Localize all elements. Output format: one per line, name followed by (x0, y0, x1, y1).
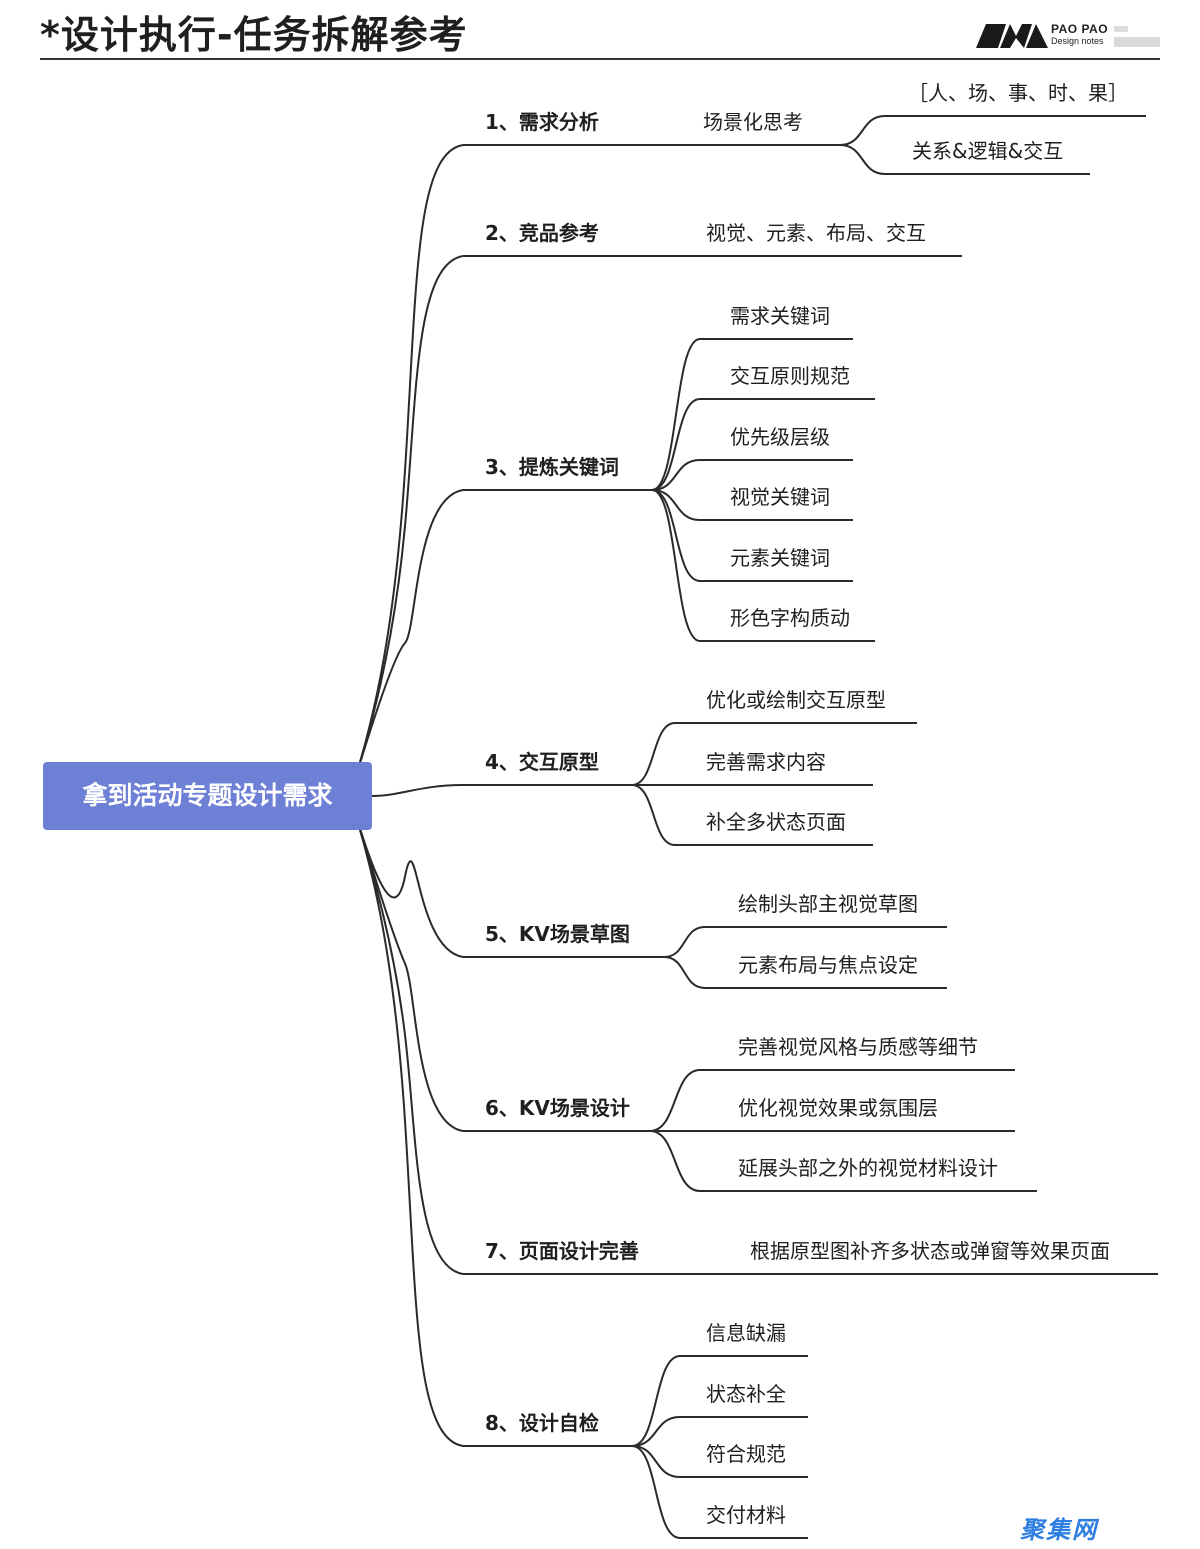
grandchild-label: ［人、场、事、时、果］ (908, 81, 1128, 105)
child-label: 形色字构质动 (730, 606, 850, 630)
branch-label: 5、KV场景草图 (485, 922, 630, 946)
child-label: 延展头部之外的视觉材料设计 (738, 1156, 998, 1180)
child-label: 交付材料 (706, 1503, 786, 1527)
child-label: 优先级层级 (730, 425, 830, 449)
branch-label: 2、竞品参考 (485, 221, 599, 245)
child-connector (651, 489, 701, 521)
branch-connector (349, 144, 464, 797)
child-connector (631, 1416, 681, 1447)
root-node: 拿到活动专题设计需求 (43, 762, 372, 830)
child-label: 符合规范 (706, 1442, 786, 1466)
child-connector (651, 489, 701, 642)
watermark: 聚集网 (1020, 1516, 1098, 1544)
child-connector (631, 784, 676, 846)
child-label: 绘制头部主视觉草图 (738, 892, 918, 916)
logo-bar (1114, 26, 1128, 32)
child-label: 需求关键词 (730, 304, 830, 328)
title-divider (40, 58, 1160, 60)
child-connector (651, 459, 701, 491)
branch-label: 3、提炼关键词 (485, 455, 619, 479)
branch-connector (349, 255, 464, 797)
child-label: 信息缺漏 (706, 1321, 786, 1345)
logo-name: PAO PAO (1051, 22, 1109, 36)
child-label: 元素关键词 (730, 546, 830, 570)
logo-bar (1114, 37, 1160, 47)
child-label: 视觉、元素、布局、交互 (706, 221, 926, 245)
child-connector (663, 956, 706, 989)
child-connector (631, 1445, 681, 1478)
logo-mark-icon (976, 24, 1048, 48)
child-label: 完善视觉风格与质感等细节 (738, 1035, 978, 1059)
branch-label: 6、KV场景设计 (485, 1096, 630, 1120)
child-connector (631, 1445, 681, 1539)
child-label: 完善需求内容 (706, 750, 826, 774)
child-label: 优化或绘制交互原型 (706, 688, 886, 712)
child-connector (651, 489, 701, 582)
brand-logo: PAO PAO Design notes (976, 22, 1162, 50)
child-label: 补全多状态页面 (706, 810, 846, 834)
child-connector (651, 398, 701, 491)
child-connector (631, 1355, 681, 1447)
child-connector (649, 1069, 701, 1132)
logo-subtitle: Design notes (1051, 36, 1104, 46)
child-label: 状态补全 (706, 1382, 786, 1406)
child-label: 根据原型图补齐多状态或弹窗等效果页面 (750, 1239, 1110, 1263)
child-label: 视觉关键词 (730, 485, 830, 509)
branch-connector (371, 784, 464, 797)
child-label: 场景化思考 (703, 110, 803, 134)
branch-label: 8、设计自检 (485, 1411, 599, 1435)
child-label: 元素布局与焦点设定 (738, 953, 918, 977)
branch-label: 1、需求分析 (485, 110, 599, 134)
branch-connector (349, 489, 464, 797)
child-connector (631, 722, 676, 786)
child-connector (651, 338, 701, 491)
child-connector (649, 1130, 701, 1192)
child-connector (663, 926, 706, 958)
grandchild-connector (839, 144, 886, 175)
child-label: 交互原则规范 (730, 364, 850, 388)
grandchild-label: 关系&逻辑&交互 (912, 139, 1064, 163)
branch-connector (349, 795, 464, 1447)
grandchild-connector (839, 115, 886, 146)
child-label: 优化视觉效果或氛围层 (738, 1096, 938, 1120)
page-title: *设计执行-任务拆解参考 (40, 13, 468, 57)
branch-label: 4、交互原型 (485, 750, 599, 774)
branch-label: 7、页面设计完善 (485, 1239, 639, 1263)
